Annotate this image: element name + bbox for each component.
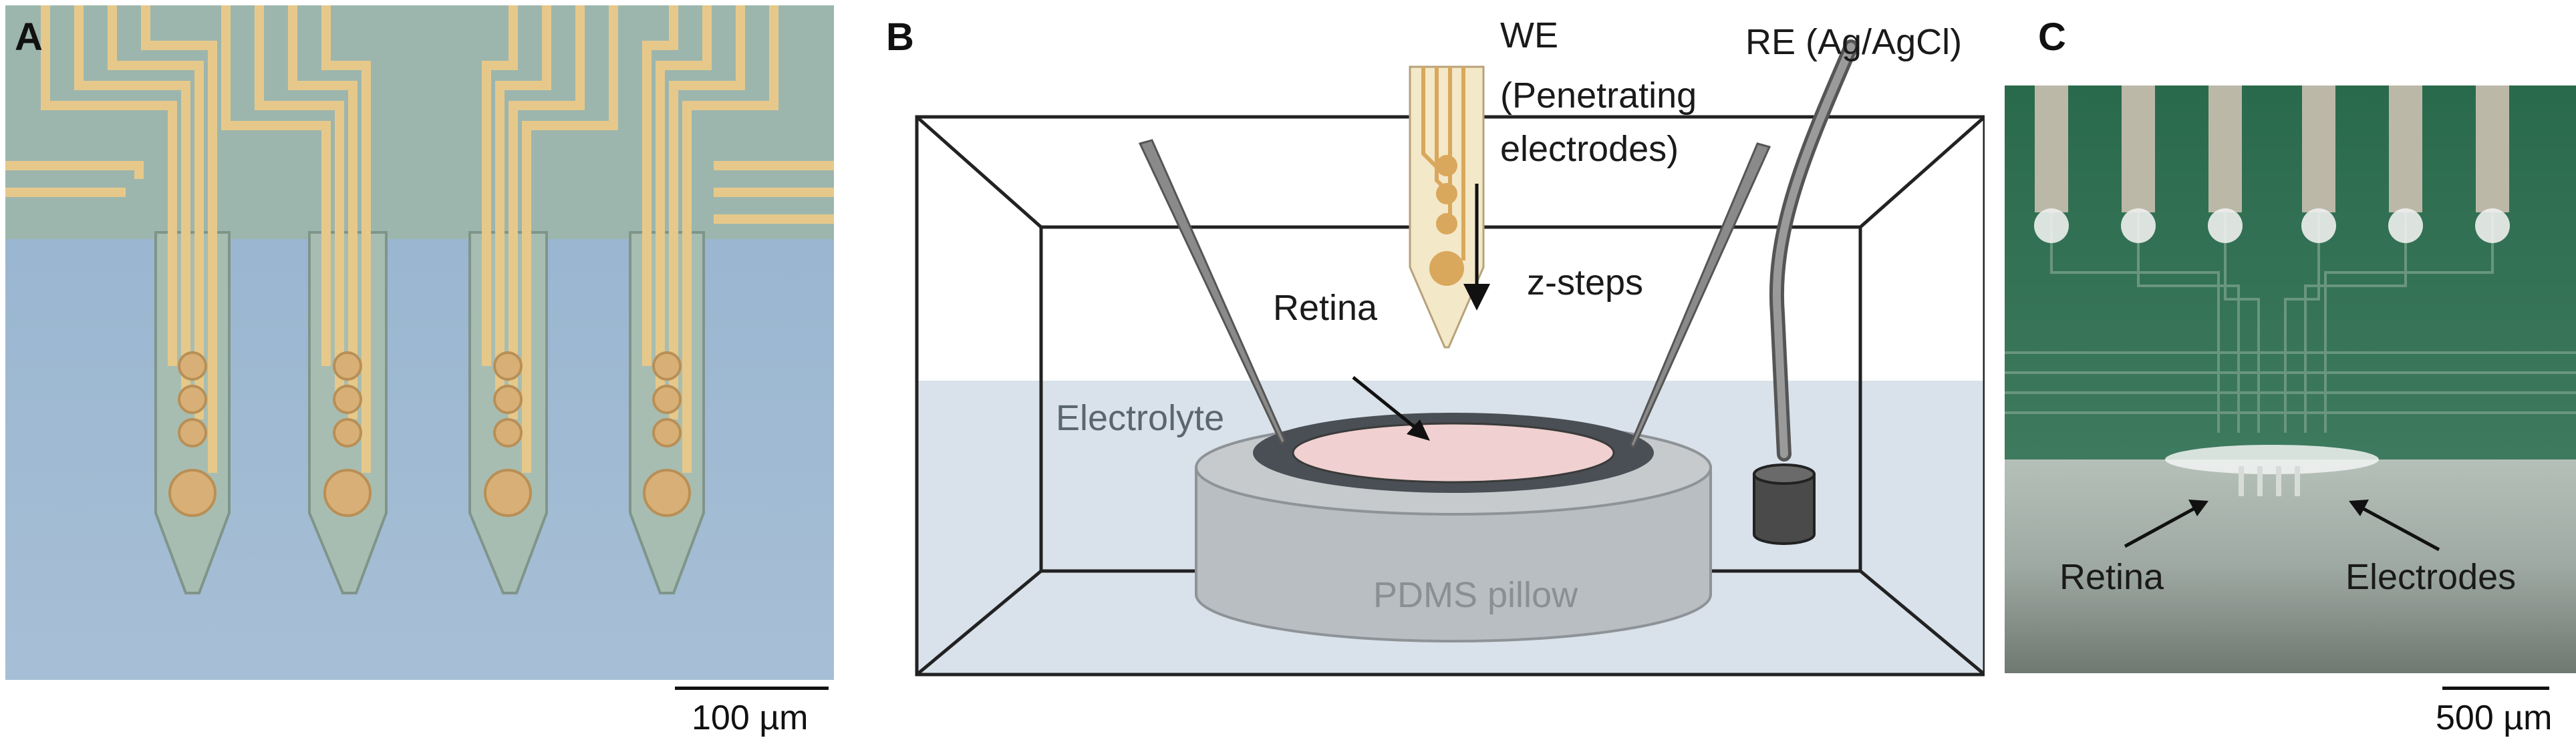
we-shank (1409, 65, 1485, 349)
label-we-sub1: (Penetrating (1500, 75, 1697, 116)
label-we: WE (1500, 15, 1558, 55)
label-re: RE (Ag/AgCl) (1745, 22, 1963, 62)
bond-pads (2035, 85, 2509, 212)
right-needle (1629, 142, 1771, 449)
probe-tips (2239, 466, 2300, 496)
panel-a-micrograph (5, 5, 834, 680)
panel-letter-b: B (886, 15, 914, 59)
re-pellet (1753, 463, 1816, 545)
label-electrodes-c: Electrodes (2345, 557, 2517, 597)
left-needle (1138, 139, 1286, 446)
retina-arrow (1352, 376, 1430, 441)
setup-diagram (915, 39, 1985, 677)
solder-joints (2034, 208, 2510, 243)
label-retina: Retina (1273, 288, 1378, 328)
label-retina-c: Retina (2059, 557, 2164, 597)
retina-tissue (1292, 422, 1615, 484)
panel-letter-c: C (2038, 15, 2066, 59)
arrow-retina-c (2124, 500, 2208, 548)
label-zsteps: z-steps (1527, 262, 1644, 303)
probe-glare (2165, 445, 2379, 474)
liquid-bath (2005, 459, 2576, 673)
arrow-electrodes-c (2349, 500, 2440, 552)
panel-letter-a: A (15, 15, 43, 59)
electrode-pads (168, 351, 691, 517)
label-electrolyte: Electrolyte (1056, 398, 1225, 438)
zsteps-arrow (1463, 184, 1490, 311)
scale-label-a: 100 µm (692, 699, 809, 737)
scale-bar-a (675, 687, 829, 690)
panel-c-photo (2005, 85, 2576, 673)
label-we-sub2: electrodes) (1500, 129, 1679, 169)
gold-traces (5, 5, 834, 473)
scale-label-c: 500 µm (2436, 699, 2553, 737)
scale-bar-c (2442, 687, 2549, 690)
label-pdms-pillow: PDMS pillow (1373, 575, 1578, 615)
pdms-pillow (1195, 413, 1712, 642)
